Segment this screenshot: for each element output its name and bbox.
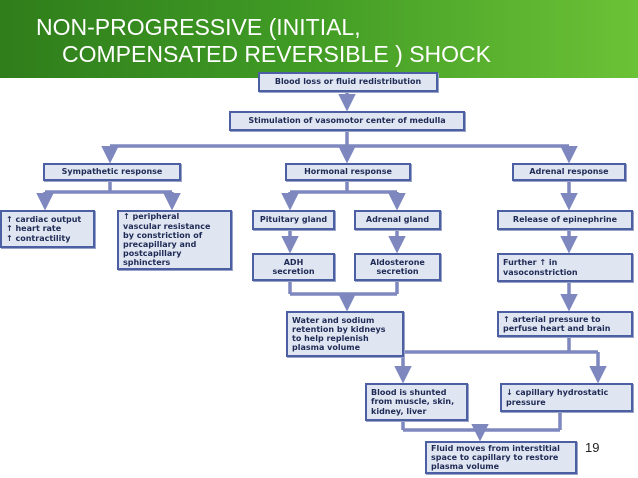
- title-line-1: NON-PROGRESSIVE (INITIAL,: [36, 14, 361, 40]
- box-pituitary-gland: Pituitary gland: [252, 210, 335, 230]
- slide-title: NON-PROGRESSIVE (INITIAL,COMPENSATED REV…: [36, 14, 491, 68]
- box-blood-shunted: Blood is shunted from muscle, skin, kidn…: [365, 383, 468, 421]
- title-line-2: COMPENSATED REVERSIBLE ) SHOCK: [62, 41, 491, 67]
- box-arterial-pressure: ↑ arterial pressure to perfuse heart and…: [497, 311, 633, 337]
- page-number: 19: [585, 440, 600, 455]
- box-stimulation: Stimulation of vasomotor center of medul…: [229, 111, 465, 131]
- box-water-sodium-retention: Water and sodium retention by kidneys to…: [286, 311, 404, 357]
- box-further-vasoconstriction: Further ↑ in vasoconstriction: [497, 253, 633, 282]
- title-banner: [0, 0, 638, 78]
- box-fluid-moves: Fluid moves from interstitial space to c…: [425, 441, 577, 474]
- box-hormonal-response: Hormonal response: [285, 163, 411, 181]
- box-adh-secretion: ADH secretion: [252, 253, 335, 281]
- box-blood-loss: Blood loss or fluid redistribution: [258, 72, 438, 92]
- box-peripheral-resistance: ↑ peripheral vascular resistance by cons…: [117, 210, 232, 270]
- box-sympathetic-response: Sympathetic response: [43, 163, 181, 181]
- box-aldosterone-secretion: Aldosterone secretion: [354, 253, 441, 281]
- box-release-epinephrine: Release of epinephrine: [497, 210, 633, 230]
- box-adrenal-gland: Adrenal gland: [354, 210, 441, 230]
- box-adrenal-response: Adrenal response: [512, 163, 626, 181]
- box-capillary-pressure: ↓ capillary hydrostatic pressure: [500, 383, 633, 412]
- box-cardiac-output: ↑ cardiac output ↑ heart rate ↑ contract…: [0, 210, 95, 248]
